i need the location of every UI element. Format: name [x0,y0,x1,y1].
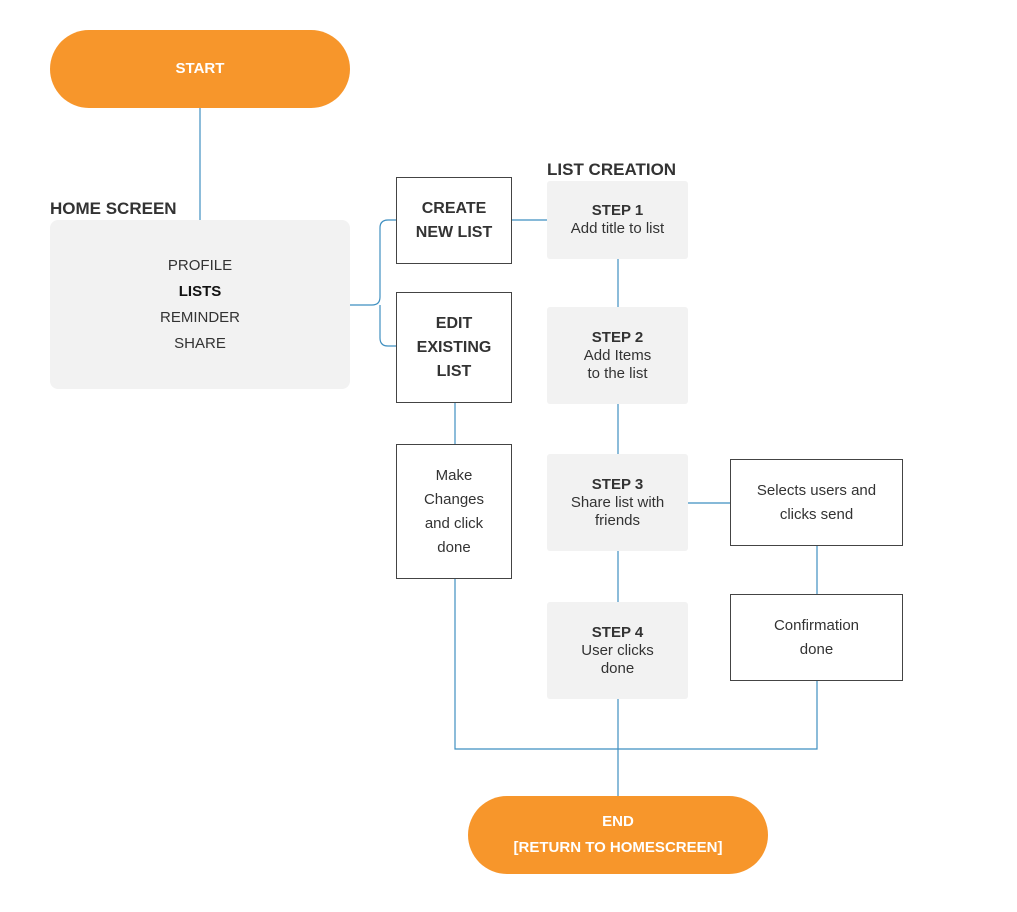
home-item-share: SHARE [174,334,226,352]
step-4-box: STEP 4 User clicks done [547,602,688,699]
step-2-title: STEP 2 [591,328,644,346]
step-1-title: STEP 1 [591,202,644,219]
home-item-lists: LISTS [178,282,222,300]
step-4-text: User clicks [581,641,654,659]
make-changes-line: Changes [423,490,485,508]
create-new-list-line: NEW LIST [415,223,493,241]
edit-existing-list-box: EDIT EXISTING LIST [396,292,512,403]
make-changes-box: Make Changes and click done [396,444,512,579]
step-4-title: STEP 4 [591,623,644,641]
merge-to-end-connector [454,579,818,796]
home-item-profile: PROFILE [167,256,233,274]
edit-existing-list-line: EXISTING [416,338,492,356]
home-branch-connector [350,219,396,347]
step-2-text: Add Items [583,346,652,364]
home-screen-panel: PROFILE LISTS REMINDER SHARE [50,220,350,389]
step-4-text: done [600,659,635,677]
confirmation-line: done [799,640,834,658]
end-label: END [602,813,634,830]
step-3-box: STEP 3 Share list with friends [547,454,688,551]
step-3-text: friends [594,511,641,529]
step-3-title: STEP 3 [591,475,644,493]
step-3-text: Share list with [570,493,665,511]
confirmation-box: Confirmation done [730,594,903,681]
make-changes-line: done [437,538,471,556]
create-new-list-line: CREATE [421,199,487,217]
end-sublabel: [RETURN TO HOMESCREEN] [513,839,723,856]
start-label: START [175,60,225,77]
step-1-text: Add title to list [570,220,665,237]
step-2-text: to the list [587,364,648,382]
create-new-list-box: CREATE NEW LIST [396,177,512,264]
home-screen-title: HOME SCREEN [50,199,177,218]
selects-users-line: Selects users and [756,481,877,499]
step-2-box: STEP 2 Add Items to the list [547,307,688,404]
confirmation-line: Confirmation [773,616,860,634]
edit-existing-list-line: LIST [436,362,472,380]
end-terminal: END [RETURN TO HOMESCREEN] [468,796,768,874]
edit-existing-list-line: EDIT [435,314,473,332]
selects-users-box: Selects users and clicks send [730,459,903,546]
home-item-reminder: REMINDER [159,308,240,326]
start-terminal: START [50,30,350,108]
selects-users-line: clicks send [779,505,854,523]
step-1-box: STEP 1 Add title to list [547,181,688,259]
list-creation-title: LIST CREATION [547,160,677,179]
make-changes-line: and click [424,514,484,532]
make-changes-line: Make [435,466,473,484]
